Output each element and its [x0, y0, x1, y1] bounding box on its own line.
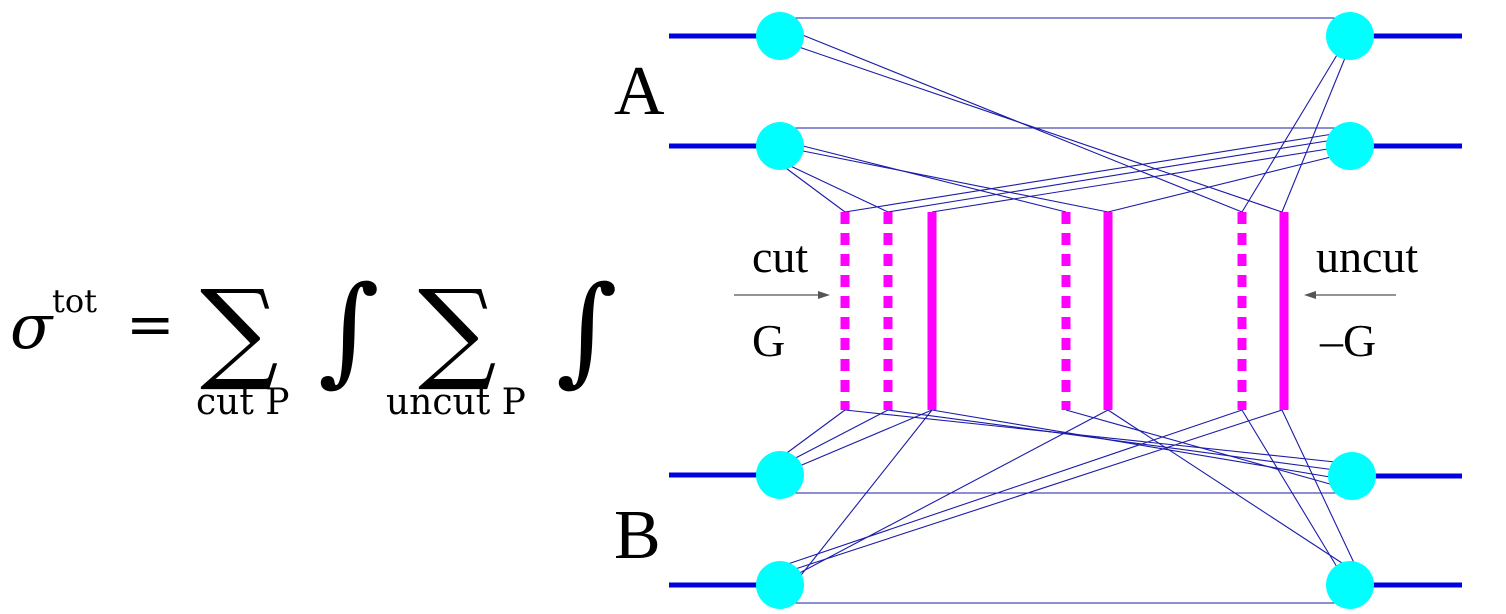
node-a1-right [1326, 12, 1374, 60]
pomerons [840, 212, 1289, 410]
nucleus-label-b: B [614, 497, 661, 574]
uncut-arrow-head [1304, 291, 1316, 299]
cut-annotation: cut G [734, 231, 830, 366]
integral-symbol-2: ∫ [556, 260, 617, 398]
sum-symbol-uncut: ∑ [418, 266, 497, 394]
node-b1-left [756, 451, 804, 499]
sigma-symbol: σ [10, 290, 54, 363]
node-b2-left [756, 561, 804, 609]
cut-label: cut [752, 231, 808, 282]
sum-symbol-cut: ∑ [200, 266, 279, 394]
parton-lines [774, 17, 1356, 604]
node-a1-left [756, 12, 804, 60]
uncut-annotation: uncut –G [1304, 231, 1418, 366]
nucleus-label-a: A [614, 53, 665, 130]
node-a2-left [756, 122, 804, 170]
node-b2-right [1326, 561, 1374, 609]
neg-g-label: –G [1319, 315, 1376, 366]
uncut-label: uncut [1316, 231, 1418, 282]
sigma-superscript: tot [52, 282, 97, 320]
integral-symbol-1: ∫ [318, 260, 379, 398]
g-label: G [752, 315, 785, 366]
nucleon-nodes [756, 12, 1376, 609]
sum-subscript-uncut: uncut P [386, 382, 526, 423]
equals-sign: = [126, 290, 175, 358]
node-b1-right [1328, 452, 1376, 500]
node-a2-right [1326, 122, 1374, 170]
cut-arrow-head [818, 291, 830, 299]
sum-subscript-cut: cut P [196, 382, 289, 423]
nucleon-lines [669, 33, 1462, 588]
cross-section-formula: σ tot = ∑ cut P ∫ ∑ uncut P ∫ [10, 260, 617, 423]
